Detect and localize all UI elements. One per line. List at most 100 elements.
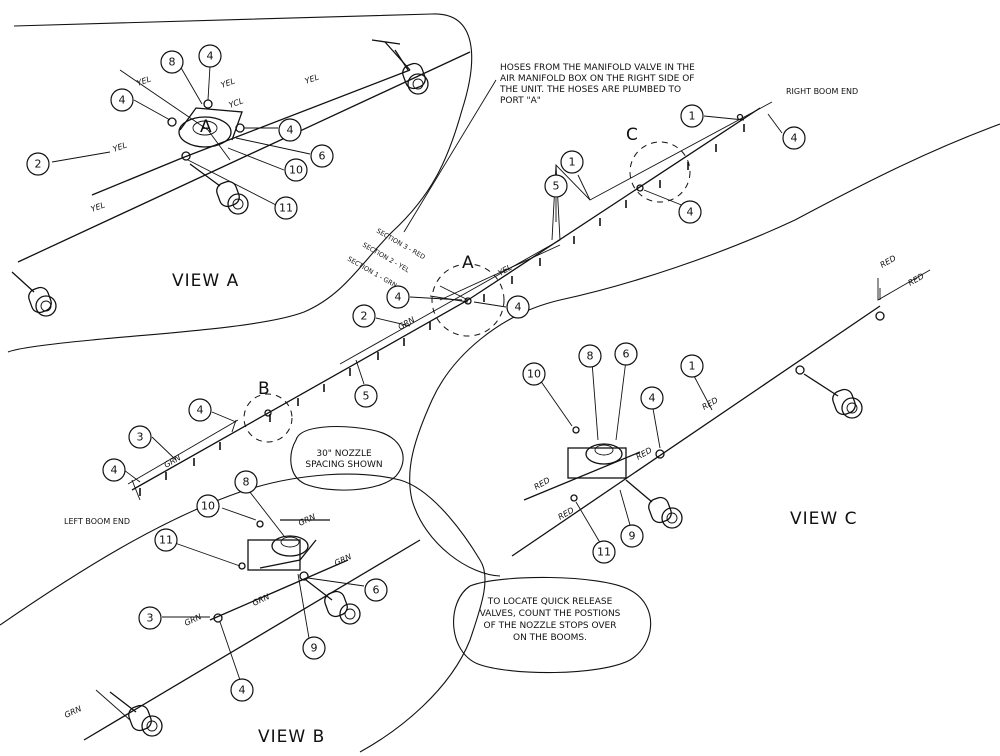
callout-b-8: 8 (234, 470, 258, 494)
hoses-note-line-4: PORT "A" (500, 96, 541, 106)
view-c-boundary (409, 123, 1000, 577)
hoses-note-line-1: HOSES FROM THE MANIFOLD VALVE IN THE (500, 63, 695, 73)
callout-a-8: 8 (160, 50, 184, 74)
svg-text:11: 11 (279, 202, 293, 215)
callout-c-8: 8 (578, 344, 602, 368)
svg-text:10: 10 (289, 164, 303, 177)
detail-letter-a: A (462, 253, 474, 273)
callout-b-9: 9 (302, 636, 326, 660)
callout-a-4-top: 4 (198, 44, 222, 68)
callout-b-3: 3 (138, 606, 162, 630)
hoses-note-line-2: AIR MANIFOLD BOX ON THE RIGHT SIDE OF (500, 74, 694, 84)
svg-text:6: 6 (373, 584, 380, 597)
b-hose-grn-1: GRN (297, 512, 317, 528)
detail-circle-a (431, 263, 505, 337)
detail-circle-c (629, 141, 691, 203)
callout-main-3: 3 (128, 425, 152, 449)
svg-text:6: 6 (319, 150, 326, 163)
svg-text:9: 9 (311, 642, 318, 655)
callout-main-4-left-end: 4 (102, 458, 126, 482)
callout-c-1: 1 (680, 354, 704, 378)
view-a-detail: A YEL YEL YCL YEL YEL YEL VIEW A (11, 39, 471, 317)
svg-text:4: 4 (207, 50, 214, 63)
svg-text:4: 4 (395, 291, 402, 304)
svg-text:4: 4 (687, 206, 694, 219)
svg-text:1: 1 (689, 360, 696, 373)
callout-main-5-bot: 5 (354, 384, 378, 408)
svg-text:11: 11 (159, 534, 173, 547)
svg-text:8: 8 (243, 476, 250, 489)
svg-text:6: 6 (623, 348, 630, 361)
view-b-detail: GRN GRN GRN GRN GRN VIEW B (63, 512, 421, 747)
svg-text:2: 2 (35, 158, 42, 171)
callout-a-4-left: 4 (110, 88, 134, 112)
hose-label-ycl: YCL (228, 96, 245, 110)
svg-text:4: 4 (239, 684, 246, 697)
callout-a-4-right: 4 (278, 118, 302, 142)
callout-c-9: 9 (620, 524, 644, 548)
svg-text:10: 10 (201, 500, 215, 513)
svg-text:4: 4 (119, 94, 126, 107)
locate-note-bubble (453, 576, 652, 674)
callout-b-4: 4 (230, 678, 254, 702)
svg-text:11: 11 (597, 546, 611, 559)
svg-text:3: 3 (147, 612, 154, 625)
callout-main-1-top: 1 (680, 104, 704, 128)
callout-main-2: 2 (352, 304, 376, 328)
b-hose-grn-3: GRN (251, 592, 271, 608)
svg-text:10: 10 (527, 368, 541, 381)
leader-lines (51, 65, 783, 681)
svg-text:4: 4 (287, 124, 294, 137)
c-hose-red-5: RED (879, 254, 898, 270)
svg-text:1: 1 (569, 156, 576, 169)
svg-text:4: 4 (111, 464, 118, 477)
callout-a-6: 6 (310, 144, 334, 168)
callout-b-10: 10 (196, 494, 220, 518)
callout-main-1-mid: 1 (560, 150, 584, 174)
hose-label-yel-4: YEL (112, 140, 129, 153)
hose-label-yel-5: YEL (90, 200, 107, 213)
c-hose-red-2: RED (635, 446, 654, 462)
callout-c-11: 11 (592, 540, 616, 564)
detail-letter-c: C (626, 125, 638, 145)
hose-label-yel-1: YEL (136, 74, 153, 87)
callout-a-11: 11 (274, 196, 298, 220)
spacing-note-line-2: SPACING SHOWN (305, 460, 382, 470)
hose-label-yel-2: YEL (220, 76, 237, 89)
locate-note-line-2: VALVES, COUNT THE POSTIONS (480, 609, 621, 619)
callout-main-5-top: 5 (544, 174, 568, 198)
nozzle-spacing-bubble (290, 426, 404, 491)
svg-text:1: 1 (689, 110, 696, 123)
spacing-note-line-1: 30" NOZZLE (316, 449, 372, 459)
svg-text:4: 4 (515, 301, 522, 314)
svg-text:4: 4 (197, 404, 204, 417)
c-hose-red-1: RED (701, 396, 720, 412)
view-c-title: VIEW C (790, 509, 857, 529)
callout-b-11: 11 (154, 528, 178, 552)
svg-text:4: 4 (649, 392, 656, 405)
callout-c-6: 6 (614, 342, 638, 366)
callout-b-6: 6 (364, 578, 388, 602)
callout-main-4-c: 4 (678, 200, 702, 224)
svg-text:5: 5 (553, 180, 560, 193)
svg-text:2: 2 (361, 310, 368, 323)
svg-text:3: 3 (137, 431, 144, 444)
callout-main-4-top: 4 (782, 126, 806, 150)
svg-text:9: 9 (629, 530, 636, 543)
b-hose-grn-4: GRN (183, 612, 203, 628)
detail-circle-b (243, 393, 293, 443)
svg-text:4: 4 (791, 132, 798, 145)
callout-main-4-a-right: 4 (506, 295, 530, 319)
view-b-boundary (0, 473, 486, 753)
locate-note-line-1: TO LOCATE QUICK RELEASE (487, 597, 613, 607)
callout-c-4: 4 (640, 386, 664, 410)
svg-text:8: 8 (169, 56, 176, 69)
left-boom-end-label: LEFT BOOM END (64, 517, 130, 526)
view-a-boundary (7, 13, 473, 353)
right-boom-end-label: RIGHT BOOM END (786, 87, 858, 96)
locate-note-line-3: OF THE NOZZLE STOPS OVER (484, 621, 617, 631)
inset-letter-a: A (200, 117, 212, 137)
view-b-title: VIEW B (258, 727, 325, 747)
view-a-title: VIEW A (172, 271, 239, 291)
